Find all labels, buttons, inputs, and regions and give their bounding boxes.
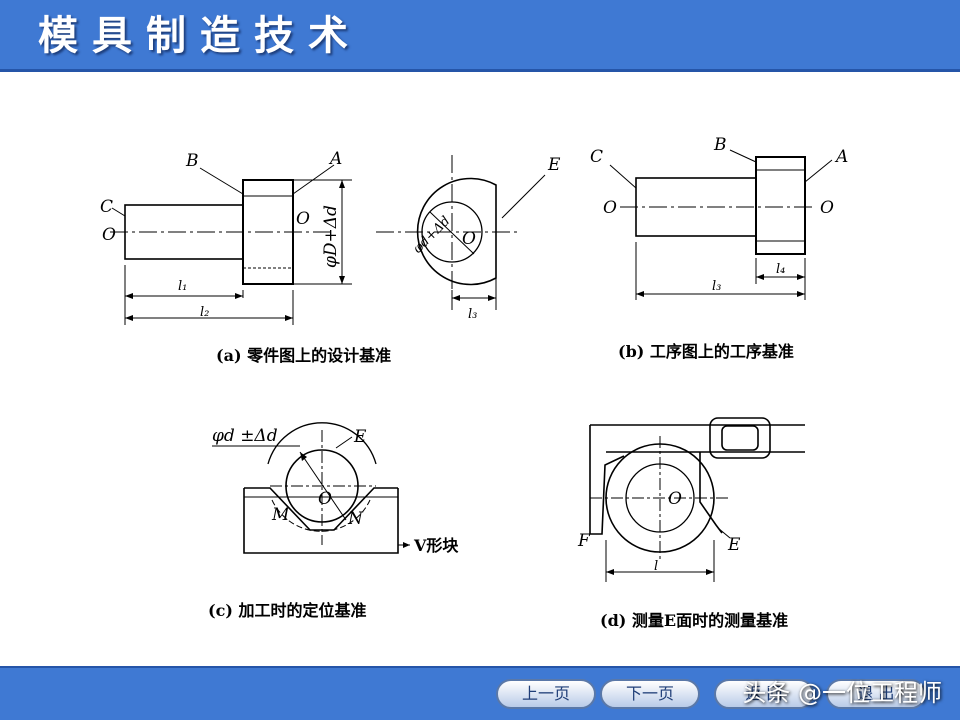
part-c-drawing (212, 422, 410, 554)
label-c-M: M (271, 505, 290, 525)
label-b-B: B (713, 135, 727, 155)
nav-bar: 上一页 下一页 返 回 退 出 头条 @一位工程师 (0, 666, 960, 720)
label-a-A: A (328, 149, 342, 169)
part-d-drawing (589, 417, 805, 582)
label-d-F: F (577, 531, 591, 551)
exit-button[interactable]: 退 出 (826, 679, 926, 709)
label-b-A: A (834, 147, 848, 167)
part-b-drawing (609, 149, 833, 300)
label-b-l3: l₃ (712, 279, 721, 294)
caption-d: (d) 测量E面时的测量基准 (600, 611, 788, 630)
label-d-O: O (668, 489, 682, 509)
next-page-button[interactable]: 下一页 (600, 679, 700, 709)
label-a-side-O: O (462, 229, 476, 249)
datum-figure: B A C O O φD+Δd l₁ l₂ E φd+Δd O l₃ C B A… (100, 135, 848, 630)
label-a-O-right: O (296, 209, 310, 229)
label-c-E: E (353, 427, 367, 447)
part-a-drawing (110, 164, 352, 325)
label-b-O-right: O (820, 198, 834, 218)
label-d-E: E (727, 535, 741, 555)
title-bar: 模具制造技术 (0, 0, 960, 72)
label-c-vblock: V形块 (413, 536, 459, 555)
label-a-dim-D: φD+Δd (321, 205, 341, 268)
label-c-O: O (318, 489, 332, 509)
label-b-O-left: O (603, 198, 617, 218)
label-a-l2: l₂ (200, 305, 209, 320)
label-a-O-left: O (102, 225, 116, 245)
label-a-B: B (185, 151, 199, 171)
label-a-side-dim-d: φd+Δd (410, 214, 453, 257)
label-a-l1: l₁ (178, 279, 187, 294)
label-a-side-E: E (547, 155, 561, 175)
label-b-C: C (590, 147, 603, 167)
label-b-l4: l₄ (776, 262, 785, 277)
label-c-N: N (347, 509, 364, 529)
caption-b: (b) 工序图上的工序基准 (618, 342, 794, 361)
watermark: 头条 @一位工程师 (742, 679, 942, 707)
part-a-side-view (376, 155, 546, 310)
label-a-side-l3: l₃ (468, 307, 477, 322)
label-c-dim: φd ±Δd (212, 426, 278, 446)
label-d-l: l (654, 559, 658, 574)
caption-a: (a) 零件图上的设计基准 (216, 346, 391, 365)
return-button[interactable]: 返 回 (714, 679, 814, 709)
caption-c: (c) 加工时的定位基准 (208, 601, 366, 620)
page-title: 模具制造技术 (38, 12, 362, 59)
prev-page-button[interactable]: 上一页 (496, 679, 596, 709)
label-a-C: C (100, 197, 113, 217)
